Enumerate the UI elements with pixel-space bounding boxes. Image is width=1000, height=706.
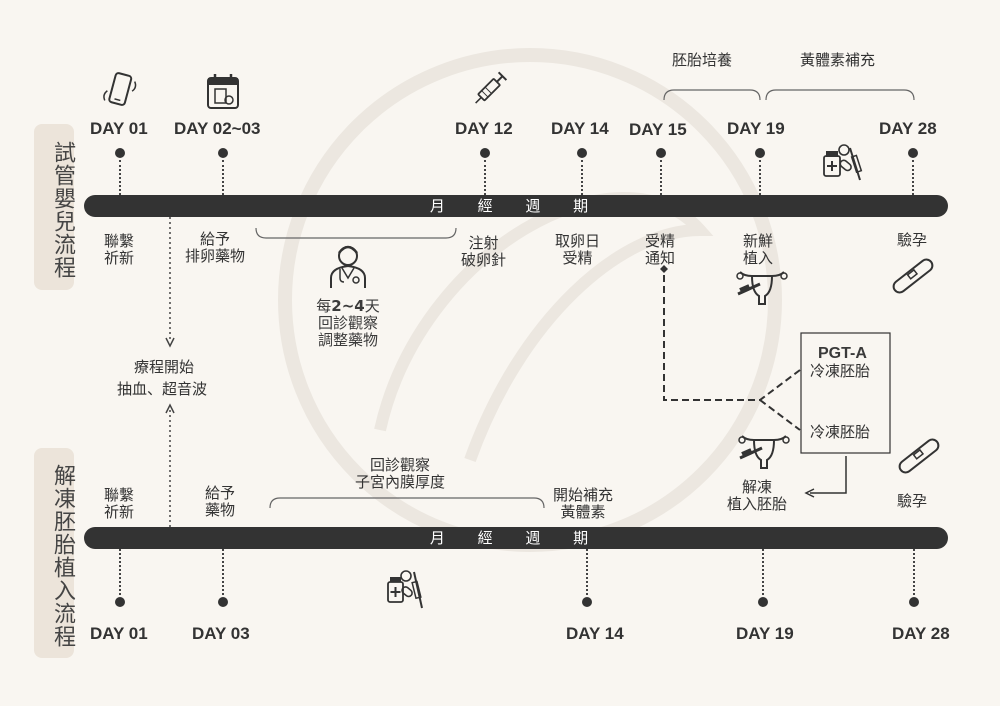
bottom-dot-01 [115,597,125,607]
medicine-icon-bottom [387,570,423,609]
followup-label: 每2~4天 回診觀察 調整藥物 [312,298,384,349]
pgt-frozen-label: 冷凍胚胎 [810,362,871,380]
top-day-15: DAY 15 [629,120,687,139]
fet-title: 解凍胚胎植入流程 [34,448,75,658]
menstrual-cycle-bar-top: 月 經 週 期 [84,195,948,217]
bottom-connector-14 [586,549,588,595]
top-connector-28 [912,160,914,195]
uterus-icon-bottom [738,435,790,469]
frozen-embryo-label: 冷凍胚胎 [810,423,871,441]
top-connector-15 [660,160,662,195]
calendar-icon [207,74,239,109]
bottom-day-14: DAY 14 [566,624,624,643]
top-dot-19 [755,148,765,158]
pgt-title: PGT-A [818,345,867,362]
bottom-dot-19 [758,597,768,607]
followup-suffix: 天 [364,297,380,315]
ivf-fresh-transfer-label: 新鮮 植入 [743,232,774,267]
followup-num: 2~4 [331,297,365,315]
syringe-icon [475,71,508,104]
bottom-day-03: DAY 03 [192,624,250,643]
top-day-14: DAY 14 [551,119,609,138]
top-connector-01 [119,160,121,195]
bottom-connector-01 [119,549,121,595]
top-dot-01 [115,148,125,158]
followup-prefix: 每 [316,297,332,315]
followup-rest: 回診觀察 調整藥物 [317,314,378,349]
ivf-title: 試管嬰兒流程 [34,124,75,290]
pregnancy-test-icon [892,258,934,294]
top-dot-02-03 [218,148,228,158]
bottom-dot-14 [582,597,592,607]
pregnancy-test-icon-bottom [898,438,940,474]
bottom-connector-03 [222,549,224,595]
fet-transfer-label: 解凍 植入胚胎 [727,478,788,513]
bottom-day-19: DAY 19 [736,624,794,643]
top-dot-12 [480,148,490,158]
top-day-12: DAY 12 [455,119,513,138]
ivf-contact-label: 聯繫 祈新 [104,232,135,267]
bottom-day-01: DAY 01 [90,624,148,643]
top-day-02-03: DAY 02~03 [174,119,261,138]
fet-drugs-label: 給予 藥物 [205,484,236,519]
ivf-trigger-label: 注射 破卵針 [461,234,507,269]
ivf-retrieval-label: 取卵日 受精 [555,232,601,267]
doctor-icon [330,245,366,288]
top-connector-12 [484,160,486,195]
fet-progesterone-label: 開始補充 黃體素 [553,486,614,521]
ivf-drugs-label: 給予 排卵藥物 [185,230,246,265]
ivf-test-label: 驗孕 [897,231,928,249]
fet-contact-label: 聯繫 祈新 [104,486,135,521]
uterus-icon [736,271,788,305]
phone-icon [103,72,137,106]
bottom-dot-03 [218,597,228,607]
fet-test-label: 驗孕 [897,492,928,510]
bottom-connector-19 [762,549,764,595]
top-dot-28 [908,148,918,158]
treatment-blood-ultrasound-label: 抽血、超音波 [117,380,208,398]
ivf-notify-label: 受精 通知 [645,232,676,267]
top-day-19: DAY 19 [727,119,785,138]
top-connector-14 [581,160,583,195]
top-day-28: DAY 28 [879,119,937,138]
embryo-culture-label: 胚胎培養 [672,51,733,69]
top-dot-15 [656,148,666,158]
progesterone-support-label: 黃體素補充 [800,51,876,69]
bottom-connector-28 [913,549,915,595]
bottom-dot-28 [909,597,919,607]
top-connector-02-03 [222,160,224,195]
medicine-icon [823,144,863,181]
menstrual-cycle-bar-bottom: 月 經 週 期 [84,527,948,549]
top-day-01: DAY 01 [90,119,148,138]
bottom-day-28: DAY 28 [892,624,950,643]
top-connector-19 [759,160,761,195]
fet-observe-label: 回診觀察 子宮內膜厚度 [355,456,446,491]
treatment-start-label: 療程開始 [134,358,195,376]
top-dot-14 [577,148,587,158]
